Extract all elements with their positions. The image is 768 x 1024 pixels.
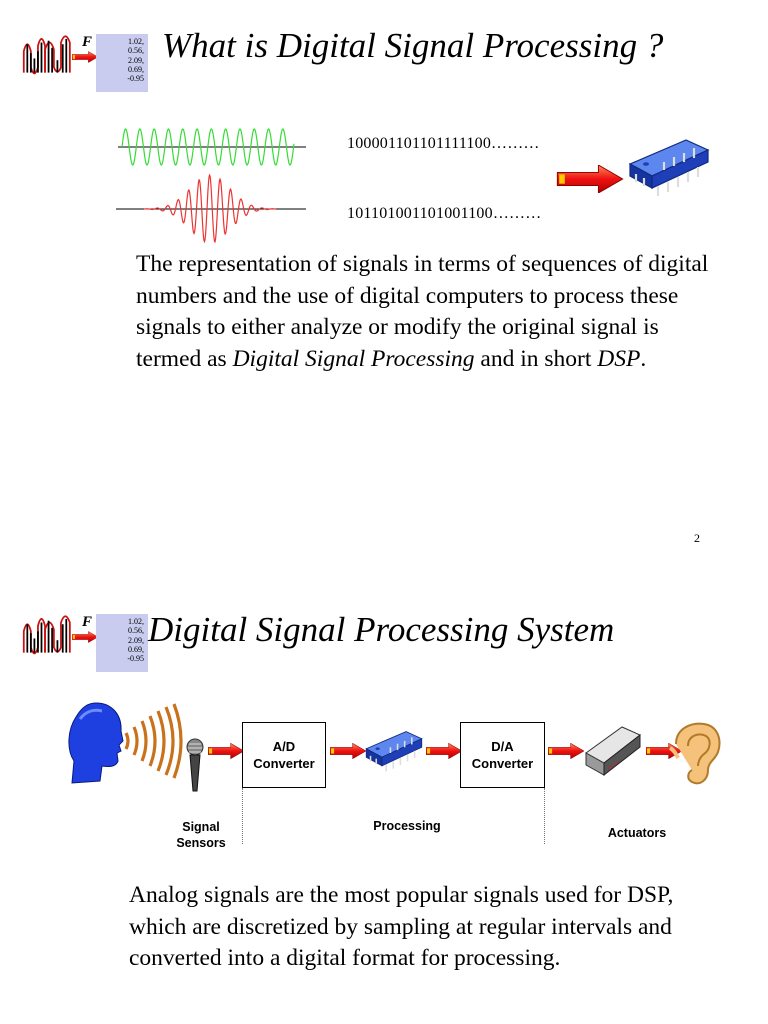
logo-number: 2.09,	[128, 55, 144, 65]
ad-converter-label: A/D	[272, 739, 296, 754]
processing-caption: Processing	[373, 819, 441, 833]
signal-logo-icon: F 1.02, 0.56, 2.09, 0.69, -0.95	[22, 602, 150, 674]
caption-line: Sensors	[176, 836, 226, 850]
paragraph-emphasis: DSP	[597, 345, 641, 372]
paragraph-emphasis: Digital Signal Processing	[232, 345, 475, 372]
binary-sequence-top: 100001101101111100………	[347, 135, 540, 152]
actuators-caption: Actuators	[607, 826, 667, 840]
ic-chip-icon	[362, 722, 426, 774]
waveforms-illustration	[116, 128, 306, 244]
slide-title: Digital Signal Processing System	[148, 610, 615, 649]
divider-line	[242, 788, 243, 844]
arrow-right-icon	[548, 742, 584, 760]
logo-number-box: 1.02, 0.56, 2.09, 0.69, -0.95	[96, 34, 148, 92]
ad-converter-sublabel: Converter	[253, 756, 315, 771]
logo-number: 0.69,	[128, 64, 144, 74]
binary-sequence-bottom: 101101001101001100………	[347, 205, 542, 222]
logo-arrow-icon	[72, 630, 98, 644]
logo-number: 2.09,	[128, 635, 144, 645]
da-converter-sublabel: Converter	[471, 756, 534, 771]
page-number: 2	[694, 531, 700, 545]
dsp-definition-paragraph: The representation of signals in terms o…	[136, 249, 711, 375]
logo-number: -0.95	[127, 654, 144, 664]
da-converter-box: D/A Converter	[460, 722, 545, 788]
arrow-right-icon	[555, 165, 625, 193]
red-modulated-wave	[143, 173, 277, 244]
logo-number: 0.56,	[128, 46, 144, 56]
arrow-right-icon	[330, 742, 366, 760]
caption-line: Signal	[182, 820, 220, 834]
arrow-right-icon	[426, 742, 462, 760]
signal-logo-icon: F 1.02, 0.56, 2.09, 0.69, -0.95	[22, 22, 150, 94]
logo-number: 0.56,	[128, 626, 144, 636]
microphone-icon	[186, 738, 204, 792]
ad-converter-box: A/D Converter	[242, 722, 326, 788]
ic-chip-icon	[624, 128, 714, 198]
paragraph-text: .	[640, 345, 647, 372]
ear-icon	[668, 722, 721, 785]
analog-signals-paragraph: Analog signals are the most popular sign…	[129, 882, 674, 971]
logo-number: 1.02,	[128, 617, 144, 626]
divider-line	[544, 788, 545, 844]
signal-sensors-caption: Signal Sensors	[166, 819, 236, 851]
logo-letter: F	[82, 614, 93, 630]
slide-what-is-dsp: F 1.02, 0.56, 2.09, 0.69, -0.95 What is …	[0, 22, 768, 545]
logo-number: 1.02,	[128, 37, 144, 46]
green-sine-wave	[121, 128, 295, 166]
da-converter-label: D/A	[491, 739, 514, 754]
logo-number: 0.69,	[128, 644, 144, 654]
sound-waves-icon	[124, 703, 183, 779]
slide-title: What is Digital Signal Processing ?	[162, 26, 664, 65]
slide-dsp-system: F 1.02, 0.56, 2.09, 0.69, -0.95 Digital …	[0, 585, 768, 1024]
speaker-head-icon	[68, 702, 124, 784]
paragraph-text: and in short	[474, 345, 598, 372]
paragraph-text: The representation of signals in terms o…	[136, 251, 709, 372]
arrow-right-icon	[208, 742, 244, 760]
logo-arrow-icon	[72, 50, 98, 64]
device-icon	[585, 726, 641, 777]
logo-number: -0.95	[127, 74, 144, 84]
logo-number-box: 1.02, 0.56, 2.09, 0.69, -0.95	[96, 614, 148, 672]
logo-letter: F	[82, 34, 93, 50]
